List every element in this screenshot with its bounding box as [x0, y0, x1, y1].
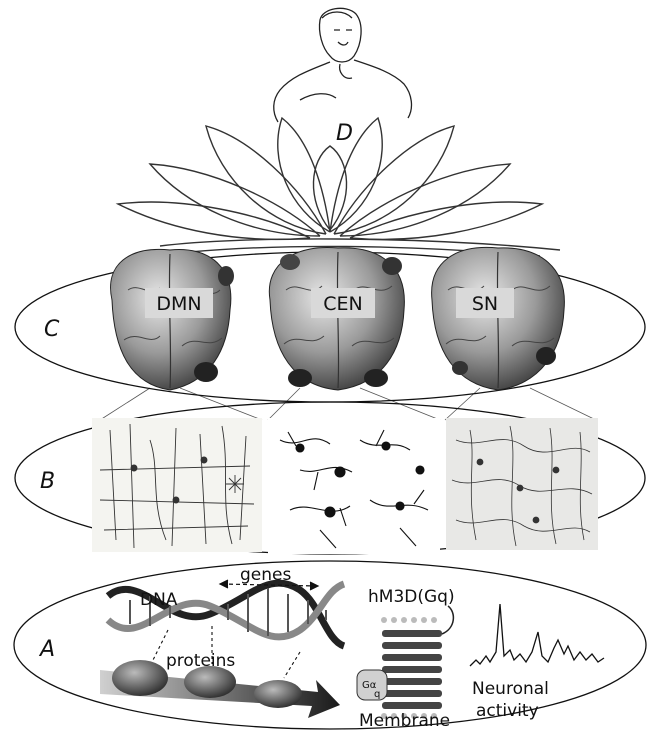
- proteins-label: proteins: [166, 651, 235, 671]
- receptor-tail: [442, 606, 453, 634]
- dna-label: DNA: [140, 590, 178, 610]
- network-label-sn: SN: [456, 288, 514, 318]
- gq-subscript-label: q: [374, 689, 380, 700]
- network-label-sn-text: SN: [472, 293, 498, 315]
- neuron-drawing-left: [92, 418, 262, 552]
- network-label-dmn-text: DMN: [156, 293, 201, 315]
- brain-dmn: [111, 249, 234, 390]
- receptor-helices: [382, 630, 442, 709]
- level-label-a: A: [38, 637, 55, 662]
- level-label-b: B: [40, 469, 55, 494]
- genes-label: genes: [240, 565, 291, 585]
- membrane: [381, 606, 453, 719]
- membrane-label: Membrane: [359, 711, 450, 731]
- brain-sn: [432, 247, 565, 390]
- activity-label-line1: Neuronal: [472, 679, 549, 699]
- network-label-cen-text: CEN: [323, 293, 362, 315]
- neuron-drawing-middle: [268, 418, 440, 554]
- level-label-c: C: [44, 317, 60, 342]
- neuronal-activity-trace: [470, 604, 604, 666]
- neuron-drawing-right: [446, 418, 598, 550]
- membrane-lipid-top: [381, 617, 437, 623]
- network-label-dmn: DMN: [145, 288, 213, 318]
- meditating-figure: [274, 8, 412, 122]
- level-label-d: D: [336, 121, 353, 146]
- brain-cen: [269, 247, 404, 390]
- network-label-cen: CEN: [311, 288, 375, 318]
- gq-protein: Gα q: [357, 670, 387, 700]
- activity-label-line2: activity: [476, 701, 539, 721]
- receptor-label: hM3D(Gq): [368, 587, 455, 607]
